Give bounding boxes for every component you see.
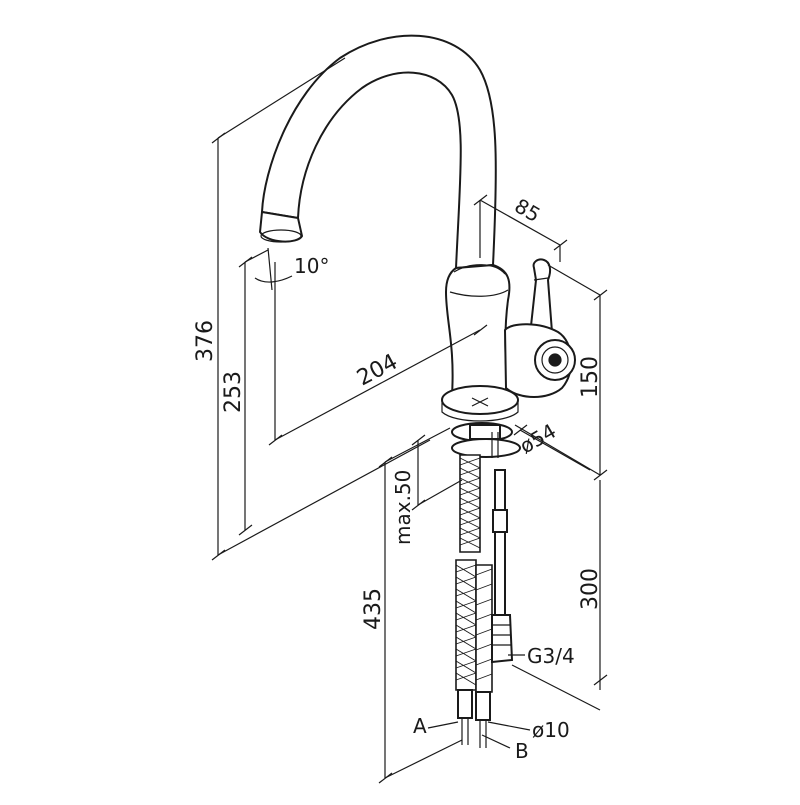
cartridge-cap-inner bbox=[541, 346, 569, 374]
dim-lever-width bbox=[473, 194, 568, 262]
fitting-b bbox=[475, 691, 491, 721]
label-hose-a: A bbox=[413, 714, 427, 738]
dim-hose-length bbox=[378, 427, 463, 784]
dim-counter-thickness bbox=[411, 434, 463, 511]
nozzle-aerator bbox=[260, 229, 302, 243]
label-hose-diameter: ø10 bbox=[532, 718, 570, 742]
fitting-a bbox=[457, 689, 473, 719]
label-body-height: 150 bbox=[578, 356, 603, 398]
label-height-outlet: 253 bbox=[221, 371, 246, 413]
body-collar bbox=[453, 264, 506, 275]
base-ring bbox=[441, 385, 519, 415]
spout-outer bbox=[260, 34, 497, 270]
threaded-stud bbox=[491, 432, 499, 458]
dim-base-diameter bbox=[513, 424, 591, 471]
label-counter-thickness: max.50 bbox=[391, 470, 415, 545]
label-lever-width: 85 bbox=[511, 194, 545, 228]
connector-nut bbox=[492, 509, 508, 533]
body-collar-lower bbox=[449, 289, 509, 297]
hose-b bbox=[475, 564, 493, 693]
dim-reach bbox=[268, 262, 488, 446]
brand-mark-icon bbox=[471, 397, 489, 407]
label-thread: G3/4 bbox=[527, 644, 575, 668]
base-ring-side bbox=[441, 400, 519, 422]
fitting-tubes bbox=[461, 718, 487, 748]
label-hose-length: 435 bbox=[361, 588, 386, 630]
mounting-nut bbox=[469, 424, 501, 440]
dim-connection-length bbox=[511, 480, 608, 711]
label-height-total: 376 bbox=[193, 320, 218, 362]
faucet-body bbox=[444, 263, 511, 396]
dim-total-height bbox=[211, 57, 431, 561]
label-connection-length: 300 bbox=[578, 568, 603, 610]
dim-spout-angle bbox=[254, 247, 293, 291]
connector-pipe bbox=[494, 469, 506, 616]
temperature-indicator-icon bbox=[548, 353, 562, 367]
connector-thread bbox=[492, 624, 511, 646]
label-hose-b: B bbox=[515, 739, 529, 763]
dim-outlet-height bbox=[238, 249, 269, 536]
hose-a-lower bbox=[455, 559, 477, 691]
hose-braid-pattern bbox=[455, 457, 493, 686]
label-base-diameter: ø54 bbox=[516, 419, 561, 459]
lever-grip-line bbox=[533, 277, 549, 281]
dim-body-height bbox=[514, 264, 608, 481]
label-angle-spout: 10° bbox=[294, 254, 329, 278]
dim-leaders bbox=[427, 654, 531, 749]
